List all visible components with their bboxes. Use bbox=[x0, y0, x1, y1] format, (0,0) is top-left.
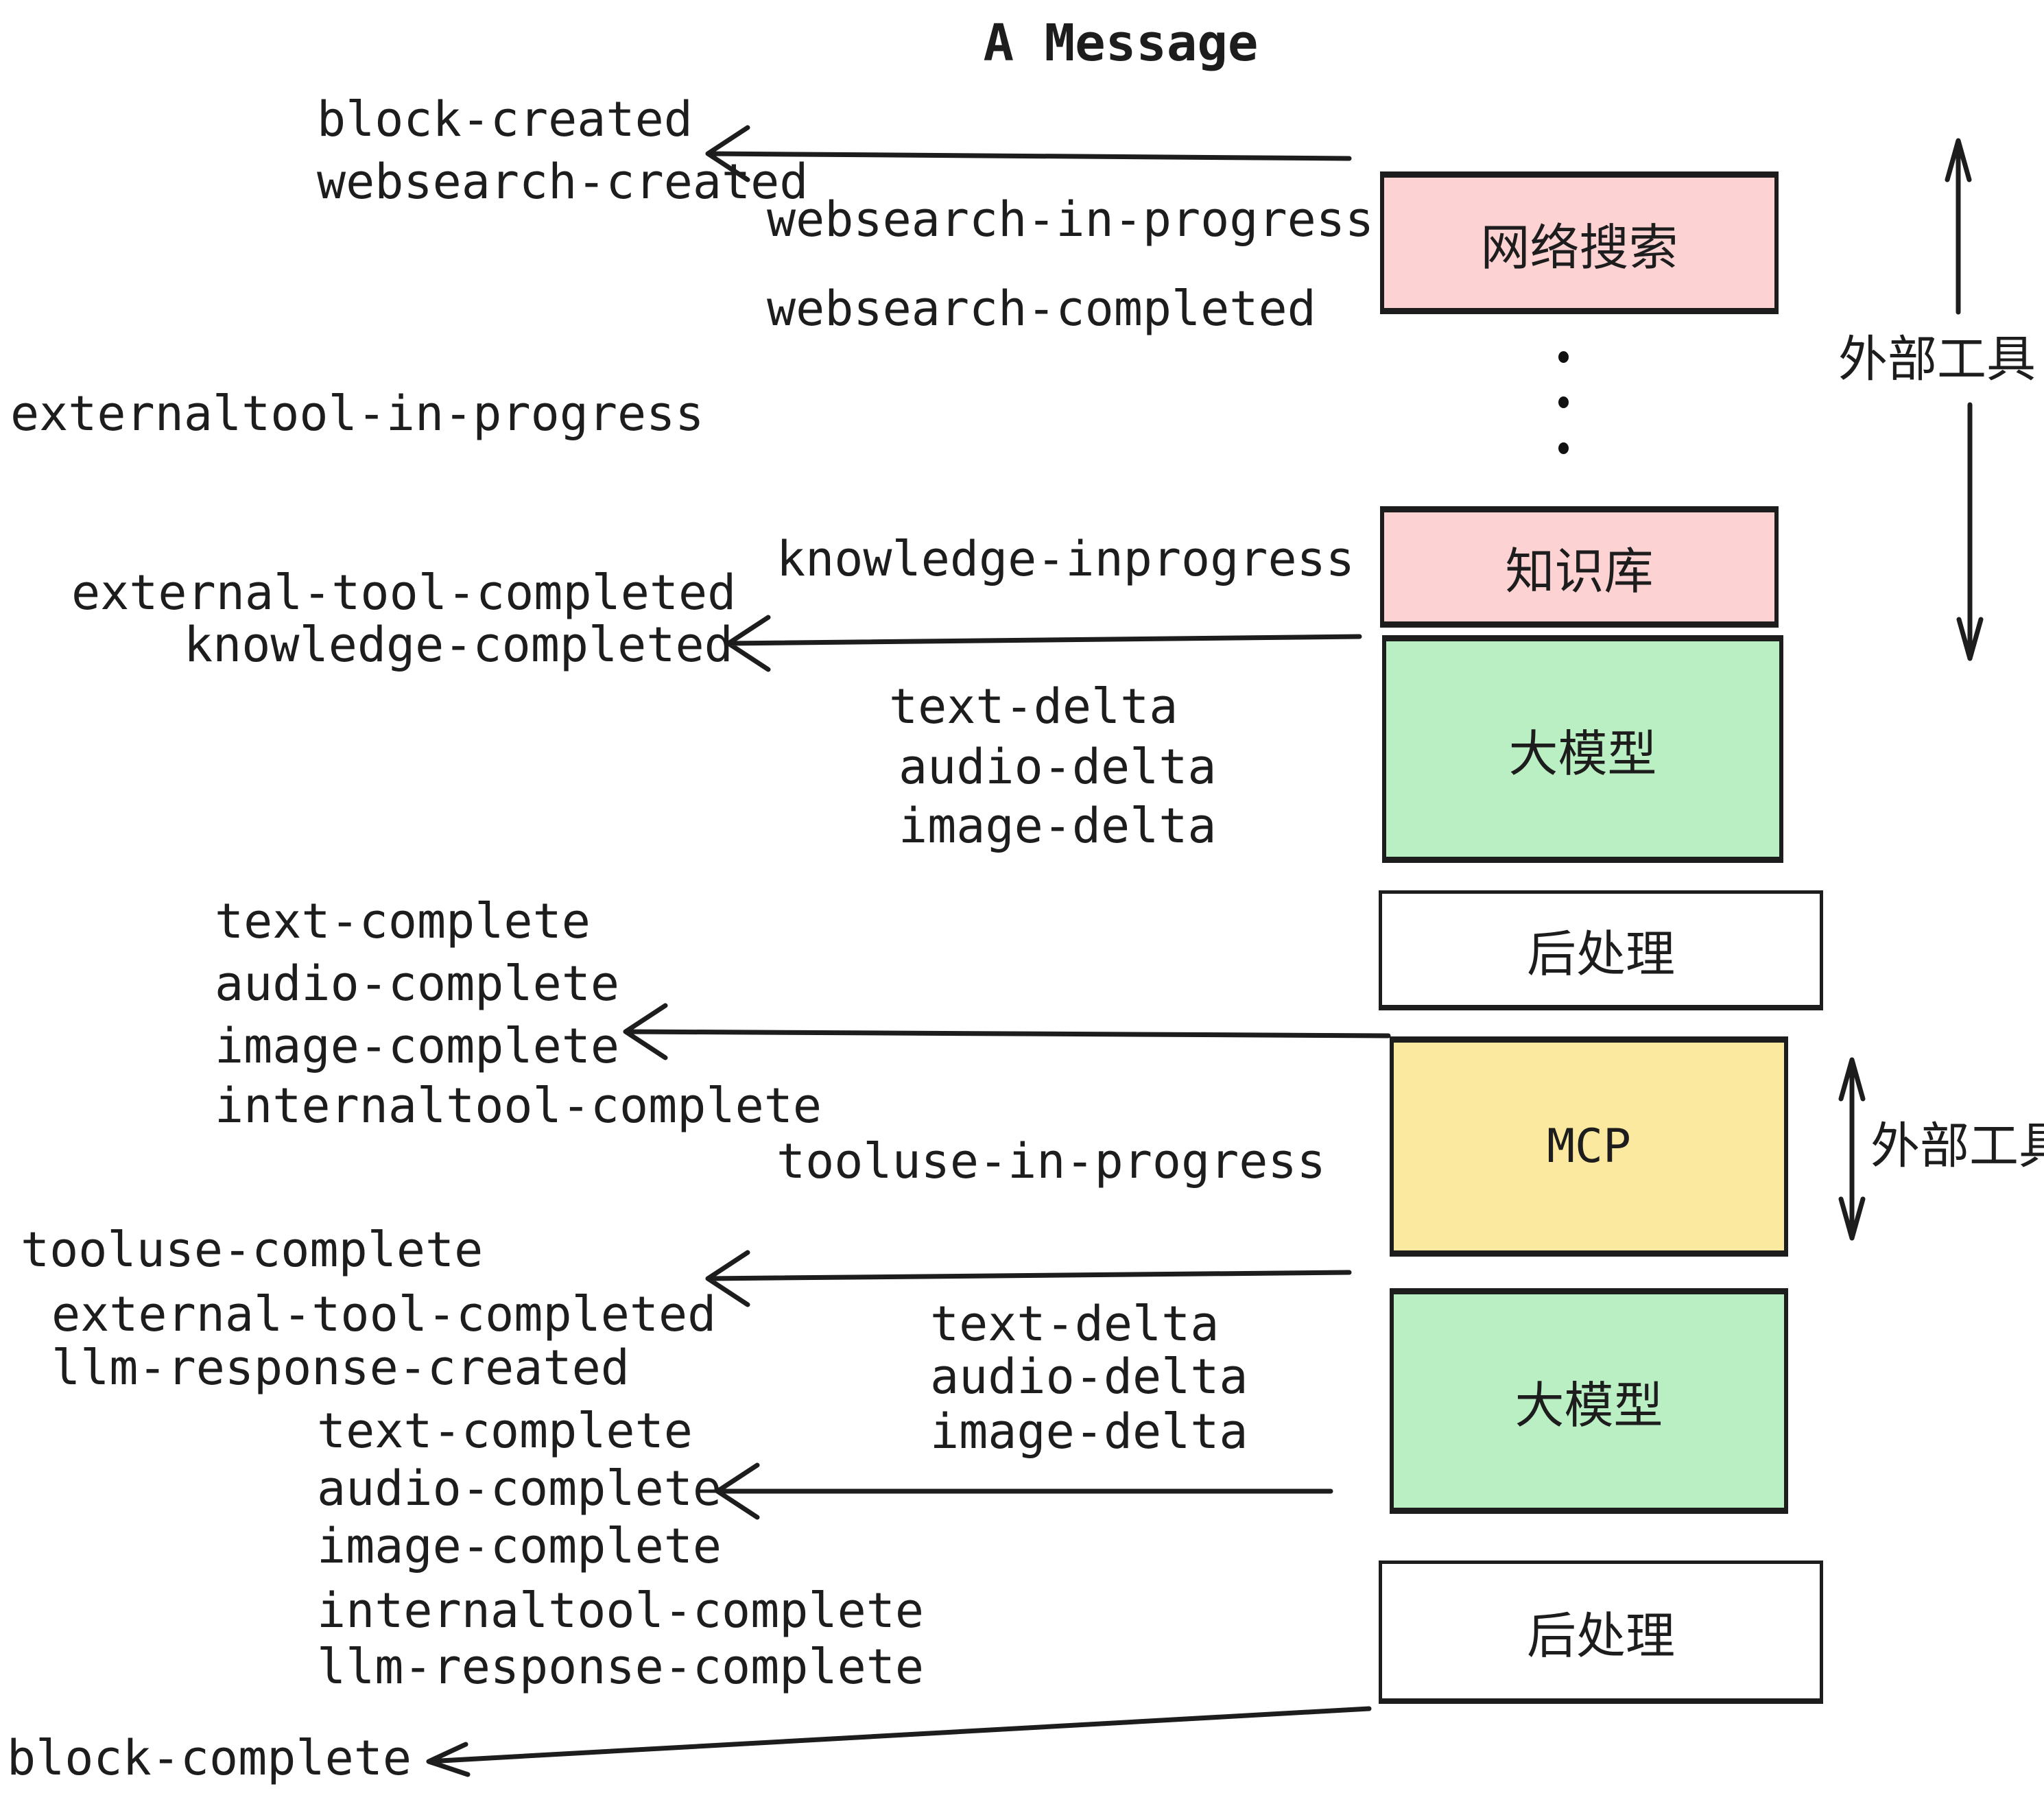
event-internaltool-complete: internaltool-complete bbox=[215, 1078, 822, 1134]
event-llm-response-complete: llm-response-complete bbox=[317, 1639, 925, 1695]
event-external-tool-completed: external-tool-completed bbox=[71, 565, 737, 621]
arrow-external-tools-up-1 bbox=[1945, 138, 1972, 315]
box-llm-2: 大模型 bbox=[1390, 1288, 1788, 1514]
box-postprocess-1: 后处理 bbox=[1379, 890, 1823, 1010]
event-image-complete: image-complete bbox=[215, 1018, 620, 1074]
event-audio-delta-2: audio-delta bbox=[930, 1349, 1248, 1405]
arrow-to-block-complete bbox=[426, 1706, 1372, 1777]
event-tooluse-in-progress: tooluse-in-progress bbox=[776, 1133, 1326, 1189]
event-websearch-in-progress: websearch-in-progress bbox=[767, 191, 1375, 248]
arrow-to-image-complete bbox=[623, 1003, 1391, 1060]
event-knowledge-completed: knowledge-completed bbox=[184, 617, 733, 673]
event-block-created: block-created bbox=[317, 91, 693, 147]
vertical-ellipsis-dot bbox=[1558, 442, 1569, 454]
event-audio-complete: audio-complete bbox=[215, 956, 620, 1012]
event-internaltool-complete-2: internaltool-complete bbox=[317, 1582, 925, 1639]
event-text-delta: text-delta bbox=[889, 678, 1178, 735]
event-llm-response-created: llm-response-created bbox=[51, 1340, 630, 1396]
event-text-delta-2: text-delta bbox=[930, 1296, 1220, 1352]
event-knowledge-inprogress: knowledge-inprogress bbox=[776, 531, 1355, 587]
box-websearch: 网络搜索 bbox=[1380, 171, 1779, 314]
box-postprocess-2: 后处理 bbox=[1379, 1560, 1823, 1704]
event-externaltool-in-progress: externaltool-in-progress bbox=[10, 385, 704, 442]
event-websearch-created: websearch-created bbox=[317, 154, 809, 210]
event-audio-complete-2: audio-complete bbox=[317, 1460, 722, 1517]
label-external-tools-2: 外部工具 bbox=[1870, 1117, 2044, 1175]
vertical-ellipsis-dot bbox=[1558, 396, 1569, 408]
label-external-tools-1: 外部工具 bbox=[1838, 330, 2036, 388]
event-image-delta-2: image-delta bbox=[930, 1403, 1248, 1460]
event-external-tool-completed-2: external-tool-completed bbox=[51, 1286, 717, 1342]
event-audio-delta: audio-delta bbox=[899, 739, 1217, 795]
arrow-external-tools-double-2 bbox=[1838, 1057, 1866, 1241]
arrow-to-knowledge-completed bbox=[726, 615, 1362, 672]
box-llm-1: 大模型 bbox=[1382, 635, 1783, 863]
event-text-complete-2: text-complete bbox=[317, 1403, 693, 1459]
event-text-complete: text-complete bbox=[215, 893, 591, 949]
arrow-to-audio-complete-2 bbox=[715, 1462, 1333, 1520]
box-mcp: MCP bbox=[1390, 1036, 1788, 1257]
event-websearch-completed: websearch-completed bbox=[767, 281, 1316, 337]
event-image-delta: image-delta bbox=[899, 798, 1217, 854]
event-block-complete: block-complete bbox=[7, 1730, 412, 1786]
vertical-ellipsis-dot bbox=[1558, 351, 1569, 363]
event-tooluse-complete: tooluse-complete bbox=[21, 1222, 484, 1278]
page-title: A Message bbox=[983, 14, 1259, 73]
arrow-external-tools-down-1 bbox=[1956, 402, 1984, 661]
box-knowledge: 知识库 bbox=[1380, 506, 1779, 628]
event-image-complete-2: image-complete bbox=[317, 1518, 722, 1574]
